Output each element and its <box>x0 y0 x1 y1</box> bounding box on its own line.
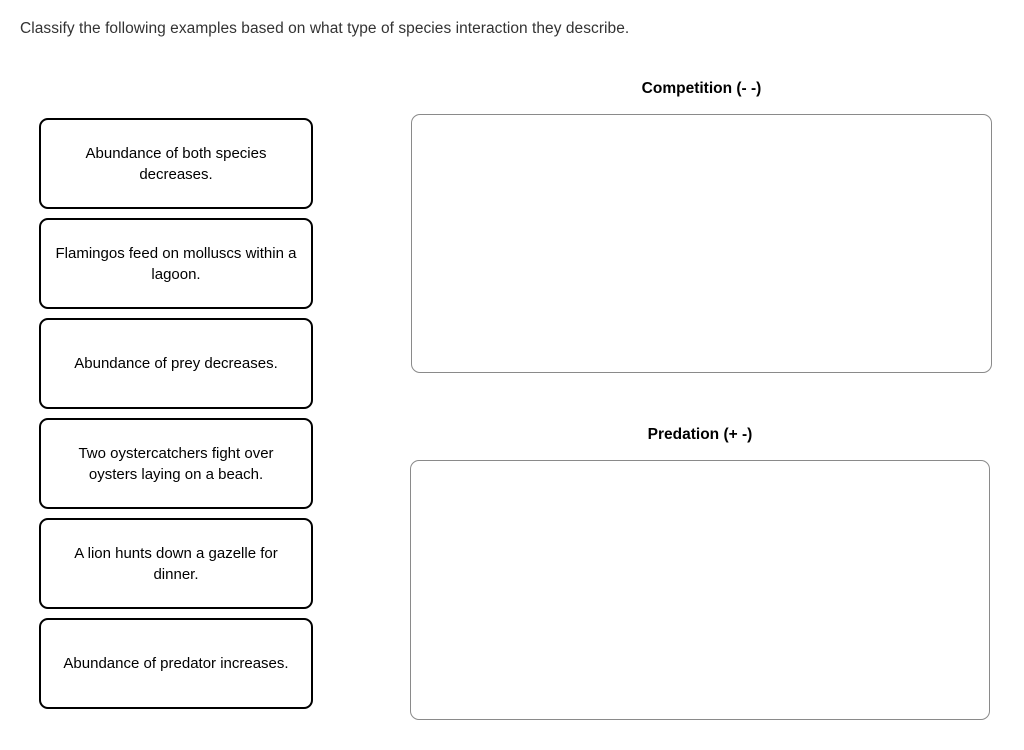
draggable-card[interactable]: Two oystercatchers fight over oysters la… <box>39 418 313 509</box>
draggable-card[interactable]: Flamingos feed on molluscs within a lago… <box>39 218 313 309</box>
draggable-card[interactable]: Abundance of predator increases. <box>39 618 313 709</box>
card-label: Abundance of both species decreases. <box>85 144 267 183</box>
category-competition: Competition (- -) <box>411 78 992 373</box>
draggable-card[interactable]: Abundance of both species decreases. <box>39 118 313 209</box>
card-label: A lion hunts down a gazelle for dinner. <box>74 544 278 583</box>
card-label: Flamingos feed on molluscs within a lago… <box>55 244 297 283</box>
card-label: Abundance of prey decreases. <box>74 355 278 372</box>
dropzone-predation[interactable] <box>410 460 990 720</box>
card-label: Abundance of predator increases. <box>63 655 289 672</box>
category-predation: Predation (+ -) <box>410 424 990 720</box>
dropzone-competition[interactable] <box>411 114 992 373</box>
instruction-text: Classify the following examples based on… <box>20 20 630 37</box>
card-label: Two oystercatchers fight over oysters la… <box>78 444 274 483</box>
category-label-competition: Competition (- -) <box>641 80 762 97</box>
example-cards-pool: Abundance of both species decreases. Fla… <box>39 118 313 718</box>
draggable-card[interactable]: Abundance of prey decreases. <box>39 318 313 409</box>
draggable-card[interactable]: A lion hunts down a gazelle for dinner. <box>39 518 313 609</box>
category-label-predation: Predation (+ -) <box>647 426 753 443</box>
